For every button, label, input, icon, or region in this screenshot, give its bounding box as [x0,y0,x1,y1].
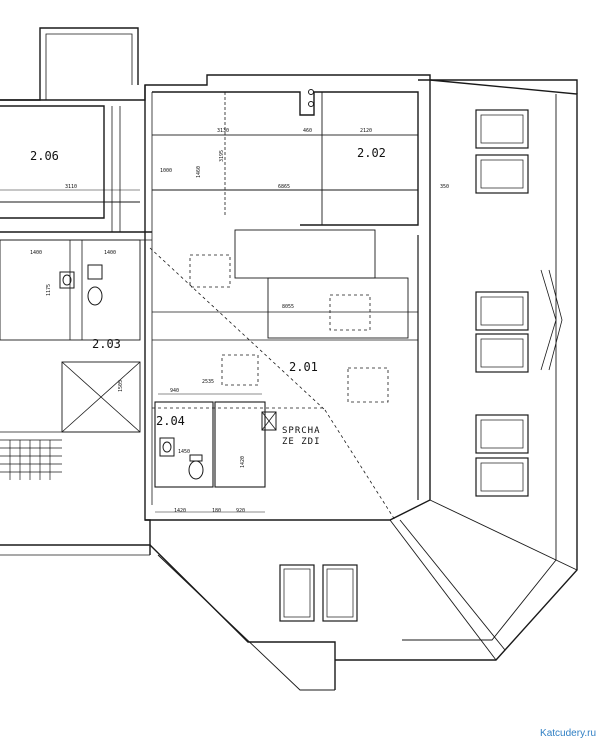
dim-8055: 8055 [282,304,294,310]
shower-note-line1: SPRCHA [282,426,321,436]
dim-2120: 2120 [360,128,372,134]
dashed-lines [149,247,396,521]
dim-1000: 1000 [160,168,172,174]
shower-note-line2: ZE ZDI [282,437,321,447]
dim-1400: 1400 [104,250,116,256]
dim-3195: 3195 [219,150,225,162]
dim-180: 180 [212,508,221,514]
dim-3130: 3130 [217,128,229,134]
dim-1175: 1175 [46,284,52,296]
dim-6865: 6865 [278,184,290,190]
room-label-206: 2.06 [30,149,59,163]
dim-1450: 1450 [178,449,190,455]
dim-1420b: 1420 [240,456,246,468]
room-label-201: 2.01 [289,360,318,374]
walls-outline [0,27,578,691]
dim-1440: 1400 [30,250,42,256]
dim-2535: 2535 [202,379,214,385]
dim-1460: 1460 [196,166,202,178]
watermark-text: Katcudery.ru [540,728,596,739]
room-label-203: 2.03 [92,337,121,351]
dimension-lines [0,134,418,513]
dim-460: 460 [303,128,312,134]
dim-1505: 1505 [118,380,124,392]
room-label-204: 2.04 [156,414,185,428]
dim-3110: 3110 [65,184,77,190]
dim-940: 940 [170,388,179,394]
roof-windows [279,109,529,622]
dim-920: 920 [236,508,245,514]
dim-1420: 1420 [174,508,186,514]
dim-350: 350 [440,184,449,190]
sanitary-fixtures [59,89,314,480]
room-label-202: 2.02 [357,146,386,160]
dimension-labels: 3110 3130 460 2120 6865 350 1460 3195 10… [30,128,449,514]
